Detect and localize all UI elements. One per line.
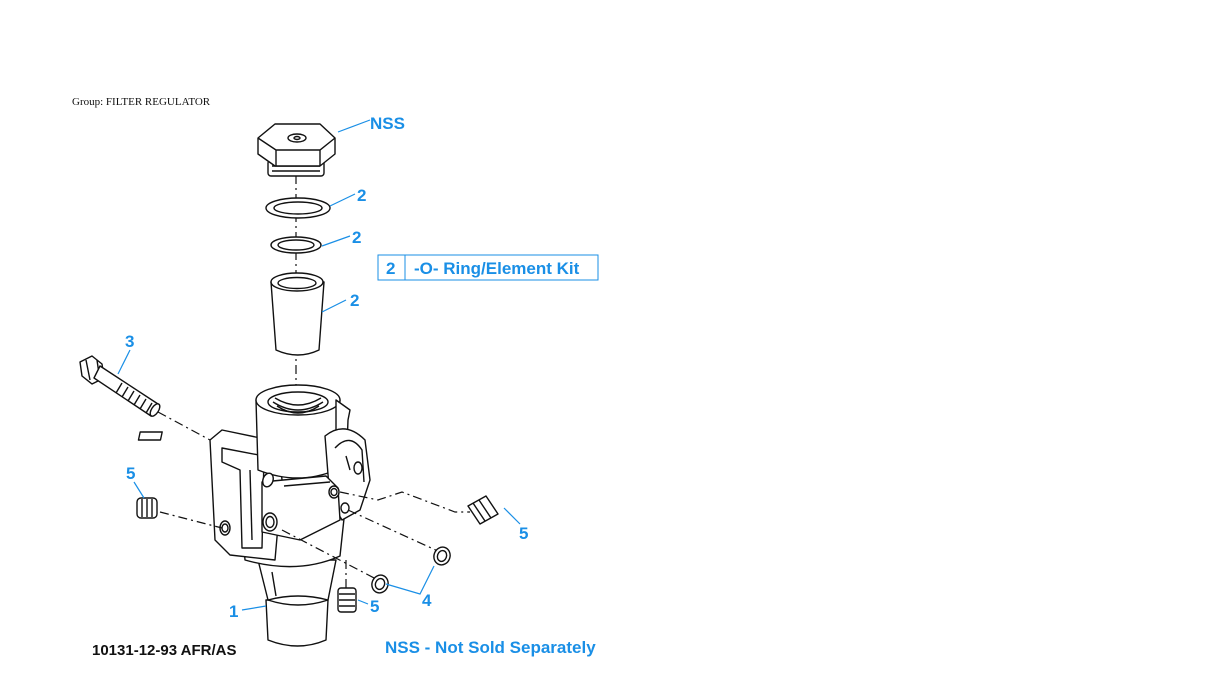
leader-plug-left	[133, 481, 145, 499]
callout-nss: NSS	[370, 114, 405, 133]
cap-part[interactable]	[257, 123, 336, 177]
kit-label: -O- Ring/Element Kit	[414, 259, 580, 278]
callout-plug-left: 5	[126, 464, 135, 483]
filter-element-part[interactable]	[270, 272, 325, 356]
plug-left-axis-line	[159, 511, 223, 529]
plug-right-part[interactable]	[467, 495, 499, 525]
leader-oring-upper	[329, 193, 356, 207]
oring-small-left-part[interactable]	[369, 573, 390, 595]
regulator-body-part[interactable]	[137, 384, 371, 647]
callout-body: 1	[229, 602, 238, 621]
plug-right-axis-line	[339, 491, 470, 513]
bolt-axis-line	[157, 411, 211, 441]
figure-id: 10131-12-93 AFR/AS	[92, 642, 237, 659]
callout-oring-lower: 2	[352, 228, 361, 247]
callout-oring-upper: 2	[357, 186, 366, 205]
oring-right-axis-line	[347, 509, 441, 553]
leader-bolt	[117, 349, 131, 375]
leader-nss	[337, 119, 371, 133]
callout-plug-bottom: 5	[370, 597, 379, 616]
bolt-part[interactable]	[79, 355, 162, 418]
callout-element: 2	[350, 291, 359, 310]
oring-left-axis-line	[281, 529, 379, 581]
plug-left-part[interactable]	[136, 497, 158, 519]
callout-orings-small: 4	[422, 591, 432, 610]
oring-upper-part[interactable]	[265, 197, 331, 219]
callout-bolt: 3	[125, 332, 134, 351]
leader-orings-small	[385, 565, 435, 595]
kit-number: 2	[386, 259, 395, 278]
kit-legend-box: 2 -O- Ring/Element Kit	[377, 254, 599, 281]
leader-plug-bottom	[357, 599, 369, 605]
oring-small-right-part[interactable]	[431, 545, 452, 567]
group-label: Group: FILTER REGULATOR	[72, 96, 211, 108]
leader-element	[321, 299, 347, 313]
oring-lower-part[interactable]	[270, 236, 322, 254]
footnote-nss: NSS - Not Sold Separately	[385, 638, 596, 657]
leader-body	[241, 605, 267, 611]
leader-plug-right	[503, 507, 521, 525]
plug-bottom-part[interactable]	[337, 587, 357, 613]
callout-plug-right: 5	[519, 524, 528, 543]
leader-oring-lower	[321, 235, 351, 247]
